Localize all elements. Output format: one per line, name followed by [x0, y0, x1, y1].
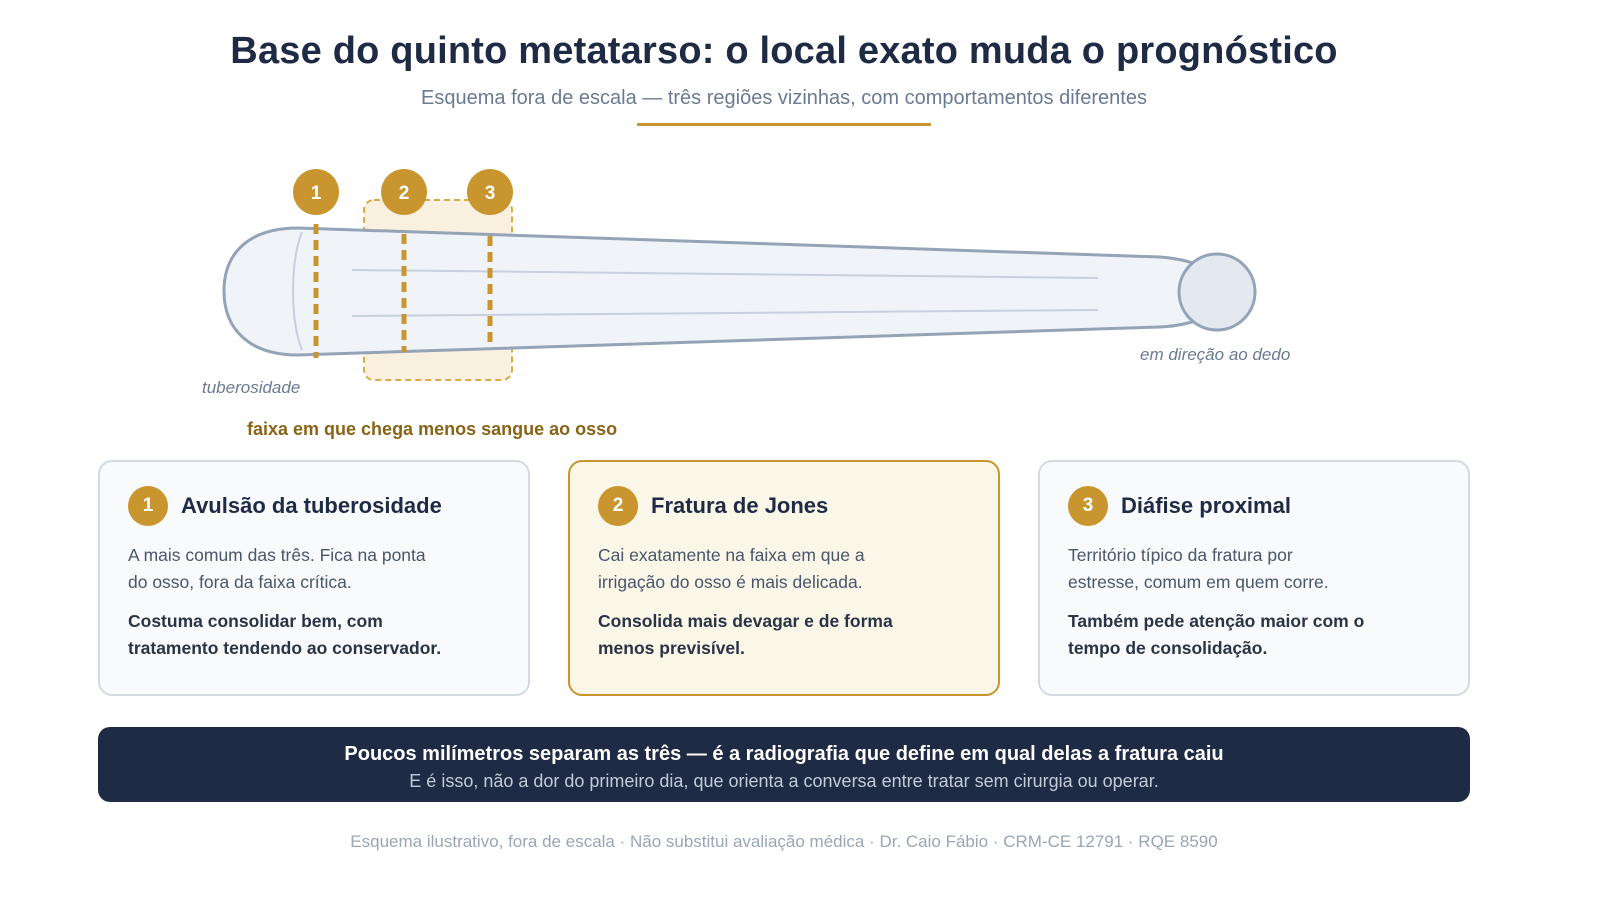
- summary-banner: Poucos milímetros separam as três — é a …: [98, 727, 1470, 802]
- card-prognosis: Também pede atenção maior com o tempo de…: [1068, 608, 1440, 662]
- card-description-line: Território típico da fratura por: [1068, 545, 1293, 565]
- card-number-badge: 1: [128, 486, 168, 526]
- card-prognosis-line: tratamento tendendo ao conservador.: [128, 638, 442, 658]
- marker-number-2: 2: [399, 183, 410, 204]
- title-underline: [637, 123, 931, 126]
- card-description-line: A mais comum das três. Fica na ponta: [128, 545, 426, 565]
- card-description-line: irrigação do osso é mais delicada.: [598, 572, 863, 592]
- marker-badge-2: 2: [381, 169, 427, 215]
- tuberosity-label: tuberosidade: [202, 378, 301, 397]
- card-description: Cai exatamente na faixa em que a irrigaç…: [598, 542, 970, 596]
- card-description-line: Cai exatamente na faixa em que a: [598, 545, 865, 565]
- marker-badge-3: 3: [467, 169, 513, 215]
- card-prognosis: Costuma consolidar bem, com tratamento t…: [128, 608, 500, 662]
- banner-headline: Poucos milímetros separam as três — é a …: [344, 743, 1224, 765]
- card-number-badge: 3: [1068, 486, 1108, 526]
- page-title: Base do quinto metatarso: o local exato …: [230, 30, 1338, 72]
- card-description: A mais comum das três. Fica na ponta do …: [128, 542, 500, 596]
- marker-badge-1: 1: [293, 169, 339, 215]
- bone-base-contour: [292, 231, 303, 351]
- footer-disclaimer: Esquema ilustrativo, fora de escala · Nã…: [350, 832, 1218, 851]
- critical-zone-note: faixa em que chega menos sangue ao osso: [247, 419, 618, 439]
- card-proximal-diaphysis: 3 Diáfise proximal Território típico da …: [1038, 460, 1470, 696]
- banner-subtext: E é isso, não a dor do primeiro dia, que…: [409, 771, 1159, 791]
- card-prognosis-line: Também pede atenção maior com o: [1068, 611, 1365, 631]
- card-description: Território típico da fratura por estress…: [1068, 542, 1440, 596]
- bone-inner-line: [351, 309, 1099, 317]
- metatarsal-head: [1177, 252, 1257, 332]
- marker-number-3: 3: [485, 183, 496, 204]
- card-description-line: do osso, fora da faixa crítica.: [128, 572, 352, 592]
- card-title: Diáfise proximal: [1121, 493, 1291, 518]
- card-prognosis-line: tempo de consolidação.: [1068, 638, 1268, 658]
- card-prognosis-line: Consolida mais devagar e de forma: [598, 611, 893, 631]
- marker-number-1: 1: [311, 183, 322, 204]
- card-title: Avulsão da tuberosidade: [181, 493, 442, 518]
- metatarsal-bone: [222, 226, 1230, 357]
- card-prognosis-line: Costuma consolidar bem, com: [128, 611, 383, 631]
- card-number-badge: 2: [598, 486, 638, 526]
- card-prognosis-line: menos previsível.: [598, 638, 745, 658]
- bone-inner-line: [351, 269, 1099, 279]
- card-prognosis: Consolida mais devagar e de forma menos …: [598, 608, 970, 662]
- toe-direction-label: em direção ao dedo: [1140, 345, 1291, 364]
- card-title: Fratura de Jones: [651, 493, 829, 518]
- card-description-line: estresse, comum em quem corre.: [1068, 572, 1329, 592]
- card-jones-fracture: 2 Fratura de Jones Cai exatamente na fai…: [568, 460, 1000, 696]
- card-tuberosity-avulsion: 1 Avulsão da tuberosidade A mais comum d…: [98, 460, 530, 696]
- page-subtitle: Esquema fora de escala — três regiões vi…: [421, 87, 1147, 109]
- metatarsal-diagram: 1 2 3: [222, 169, 1257, 381]
